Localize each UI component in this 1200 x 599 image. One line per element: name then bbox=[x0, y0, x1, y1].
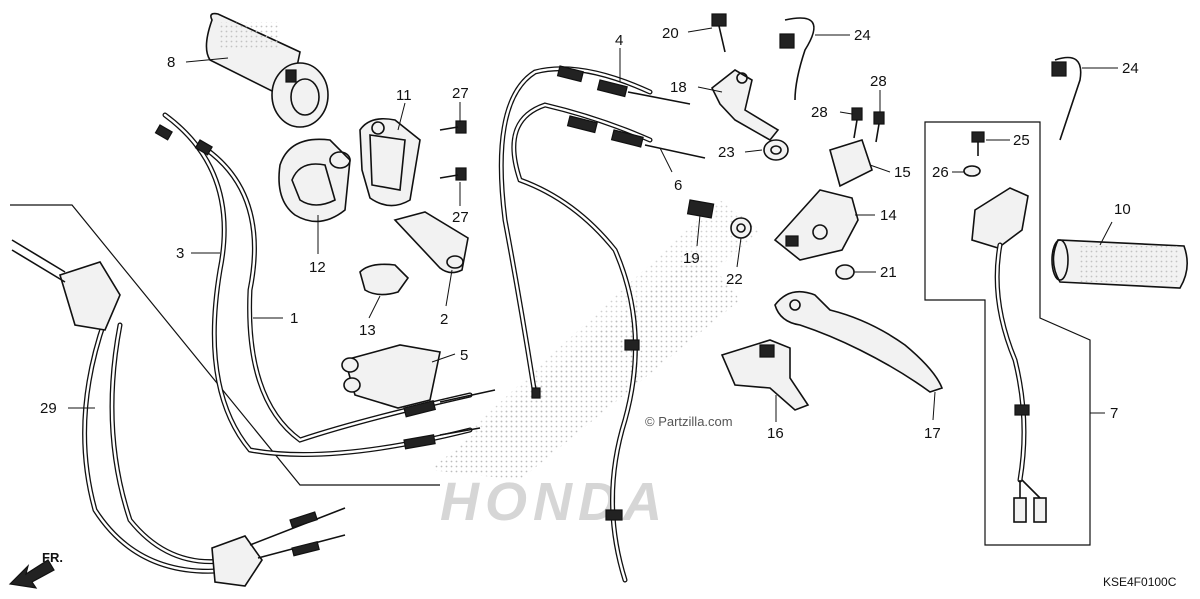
cable-guide bbox=[359, 263, 410, 296]
lever-bracket-14 bbox=[773, 189, 859, 261]
adjuster-19 bbox=[686, 199, 715, 219]
bolt-28-right bbox=[873, 111, 885, 143]
lever-holder-16 bbox=[720, 339, 810, 411]
bolt-27-upper bbox=[439, 120, 467, 134]
callout-6: 6 bbox=[674, 177, 682, 194]
callout-24-upper: 24 bbox=[854, 27, 871, 44]
cable-joint-5 bbox=[341, 344, 441, 409]
throttle-sleeve bbox=[393, 211, 469, 274]
callout-2: 2 bbox=[440, 311, 448, 328]
callout-15: 15 bbox=[894, 164, 911, 181]
callout-12: 12 bbox=[309, 259, 326, 276]
cable-ends-1-3 bbox=[154, 124, 496, 450]
lever-clamp-15 bbox=[829, 139, 873, 188]
throttle-cable-1 bbox=[197, 142, 473, 443]
callout-14: 14 bbox=[880, 207, 897, 224]
callout-16: 16 bbox=[767, 425, 784, 442]
callout-3: 3 bbox=[176, 245, 184, 262]
callout-28-right: 28 bbox=[870, 73, 887, 90]
bolt-28-left bbox=[851, 107, 863, 139]
callout-7: 7 bbox=[1110, 405, 1118, 422]
watermark-brand: HONDA bbox=[440, 472, 668, 532]
watermark-wing bbox=[430, 200, 760, 480]
callout-26: 26 bbox=[932, 164, 949, 181]
front-direction-arrow bbox=[8, 559, 55, 589]
group-frame-right bbox=[924, 121, 1091, 546]
callout-20: 20 bbox=[662, 25, 679, 42]
callout-18: 18 bbox=[670, 79, 687, 96]
nut-21 bbox=[835, 264, 855, 280]
callout-27-upper: 27 bbox=[452, 85, 469, 102]
throttle-cable-set-29 bbox=[11, 239, 346, 587]
cable-band-24-right bbox=[1051, 56, 1082, 141]
clutch-bracket-18 bbox=[710, 69, 780, 142]
callout-22: 22 bbox=[726, 271, 743, 288]
callout-19: 19 bbox=[683, 250, 700, 267]
callout-5: 5 bbox=[460, 347, 468, 364]
clutch-cable-4 bbox=[498, 65, 691, 399]
callout-29: 29 bbox=[40, 400, 57, 417]
throttle-cable-3 bbox=[162, 112, 473, 457]
diagram-code: KSE4F0100C bbox=[1103, 575, 1177, 589]
callout-27-lower: 27 bbox=[452, 209, 469, 226]
bolt-27-lower bbox=[439, 167, 467, 181]
callout-21: 21 bbox=[880, 264, 897, 281]
callout-11: 11 bbox=[396, 87, 412, 104]
callout-23: 23 bbox=[718, 144, 735, 161]
washer-26 bbox=[963, 165, 981, 177]
bolt-20 bbox=[711, 13, 727, 53]
callout-1: 1 bbox=[290, 310, 298, 327]
front-direction-label: FR. bbox=[42, 550, 63, 565]
callout-17: 17 bbox=[924, 425, 941, 442]
group-frame-left bbox=[10, 204, 440, 486]
engine-stop-switch-7 bbox=[971, 187, 1047, 523]
watermark-site: © Partzilla.com bbox=[645, 414, 733, 429]
collar-23 bbox=[763, 139, 789, 161]
throttle-grip bbox=[205, 12, 329, 128]
callout-25: 25 bbox=[1013, 132, 1030, 149]
housing-cover bbox=[359, 117, 421, 207]
callout-13: 13 bbox=[359, 322, 376, 339]
left-grip-10 bbox=[1051, 239, 1188, 289]
screw-25 bbox=[971, 131, 985, 156]
callout-8: 8 bbox=[167, 54, 175, 71]
callout-labels: 8 1 3 11 12 27 27 2 13 5 29 4 6 18 20 23… bbox=[40, 25, 1139, 442]
cable-band-24-upper bbox=[779, 17, 815, 101]
locknut-22 bbox=[730, 217, 752, 239]
clutch-cable-6 bbox=[511, 102, 706, 583]
throttle-housing bbox=[278, 138, 351, 223]
callout-10: 10 bbox=[1114, 201, 1131, 218]
callout-28-left: 28 bbox=[811, 104, 828, 121]
clutch-lever-17 bbox=[774, 290, 944, 393]
callout-24-right: 24 bbox=[1122, 60, 1139, 77]
leader-lines bbox=[68, 27, 1118, 422]
callout-4: 4 bbox=[615, 32, 623, 49]
